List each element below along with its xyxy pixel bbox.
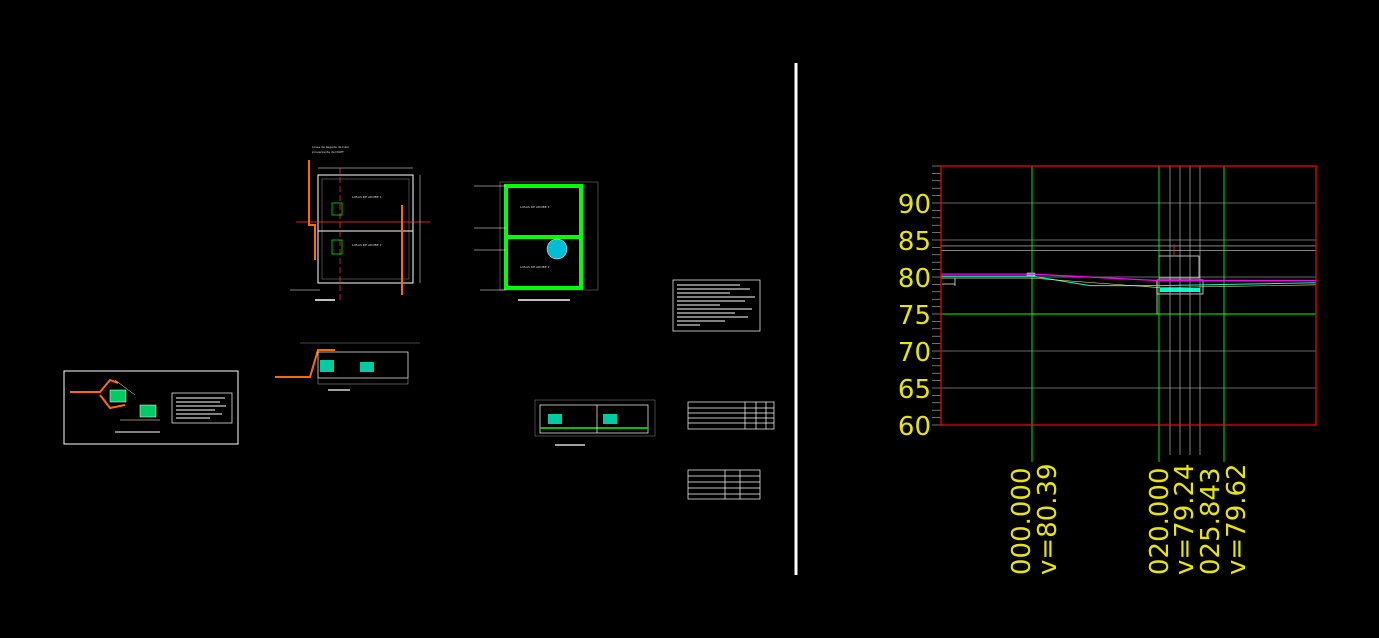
- profile-grid: [941, 202, 1316, 389]
- profile-y-ticks: 90 85 80 75 70 65 60: [898, 190, 931, 442]
- profile-line-pipe: [941, 275, 1317, 287]
- quantities-table-2: [687, 469, 761, 500]
- station-chainage-label: 025.843: [1196, 467, 1226, 575]
- section-view-1: [275, 342, 420, 391]
- profile-line-invert: [941, 277, 1317, 288]
- plan-note-1: Linea de llegada de tubo: [312, 145, 349, 149]
- station-chainage-label: 000.000: [1007, 467, 1037, 575]
- profile-structure: [942, 244, 1204, 314]
- station-elevation-label: v=79.62: [1222, 463, 1252, 575]
- notes-box: [672, 279, 761, 332]
- station-chainage-label: 020.000: [1145, 467, 1175, 575]
- station-elevation-label: v=80.39: [1033, 463, 1063, 575]
- plan-note-2: proveniente del PAPT: [312, 150, 344, 154]
- quantities-table-1: [687, 401, 775, 430]
- y-tick-label: 70: [898, 338, 931, 368]
- y-tick-label: 80: [898, 264, 931, 294]
- plan-room-bottom: LOSAS DE ADOBE 2: [352, 243, 382, 247]
- station-labels: 000.000 v=80.39 020.000 v=79.24 025.843 …: [1007, 463, 1252, 575]
- detail-drawings-sheet: Linea de llegada de tubo proveniente del…: [63, 145, 775, 500]
- plan-view-1: Linea de llegada de tubo proveniente del…: [290, 145, 430, 301]
- plan-view-2: LOSAS DE ADOBE 1 LOSAS DE ADOBE 2: [474, 181, 599, 301]
- plan2-room-top: LOSAS DE ADOBE 1: [520, 205, 550, 209]
- plan-room-top: LOSAS DE ADOBE 1: [352, 195, 382, 199]
- y-tick-label: 60: [898, 412, 931, 442]
- station-elevation-label: v=79.24: [1170, 463, 1200, 575]
- isometric-detail: [63, 370, 239, 445]
- y-tick-label: 75: [898, 301, 931, 331]
- y-tick-label: 65: [898, 375, 931, 405]
- plan2-room-bottom: LOSAS DE ADOBE 2: [520, 265, 550, 269]
- y-tick-label: 85: [898, 227, 931, 257]
- profile-minor-ticks: [932, 165, 941, 426]
- y-tick-label: 90: [898, 190, 931, 220]
- profile-frame: [940, 165, 1317, 426]
- profile-line-terrain: [941, 273, 1316, 282]
- profile-lines: [941, 166, 1317, 462]
- longitudinal-profile: 90 85 80 75 70 65 60 000.000 v=80.39 020…: [898, 165, 1317, 575]
- section-view-2: [534, 399, 656, 446]
